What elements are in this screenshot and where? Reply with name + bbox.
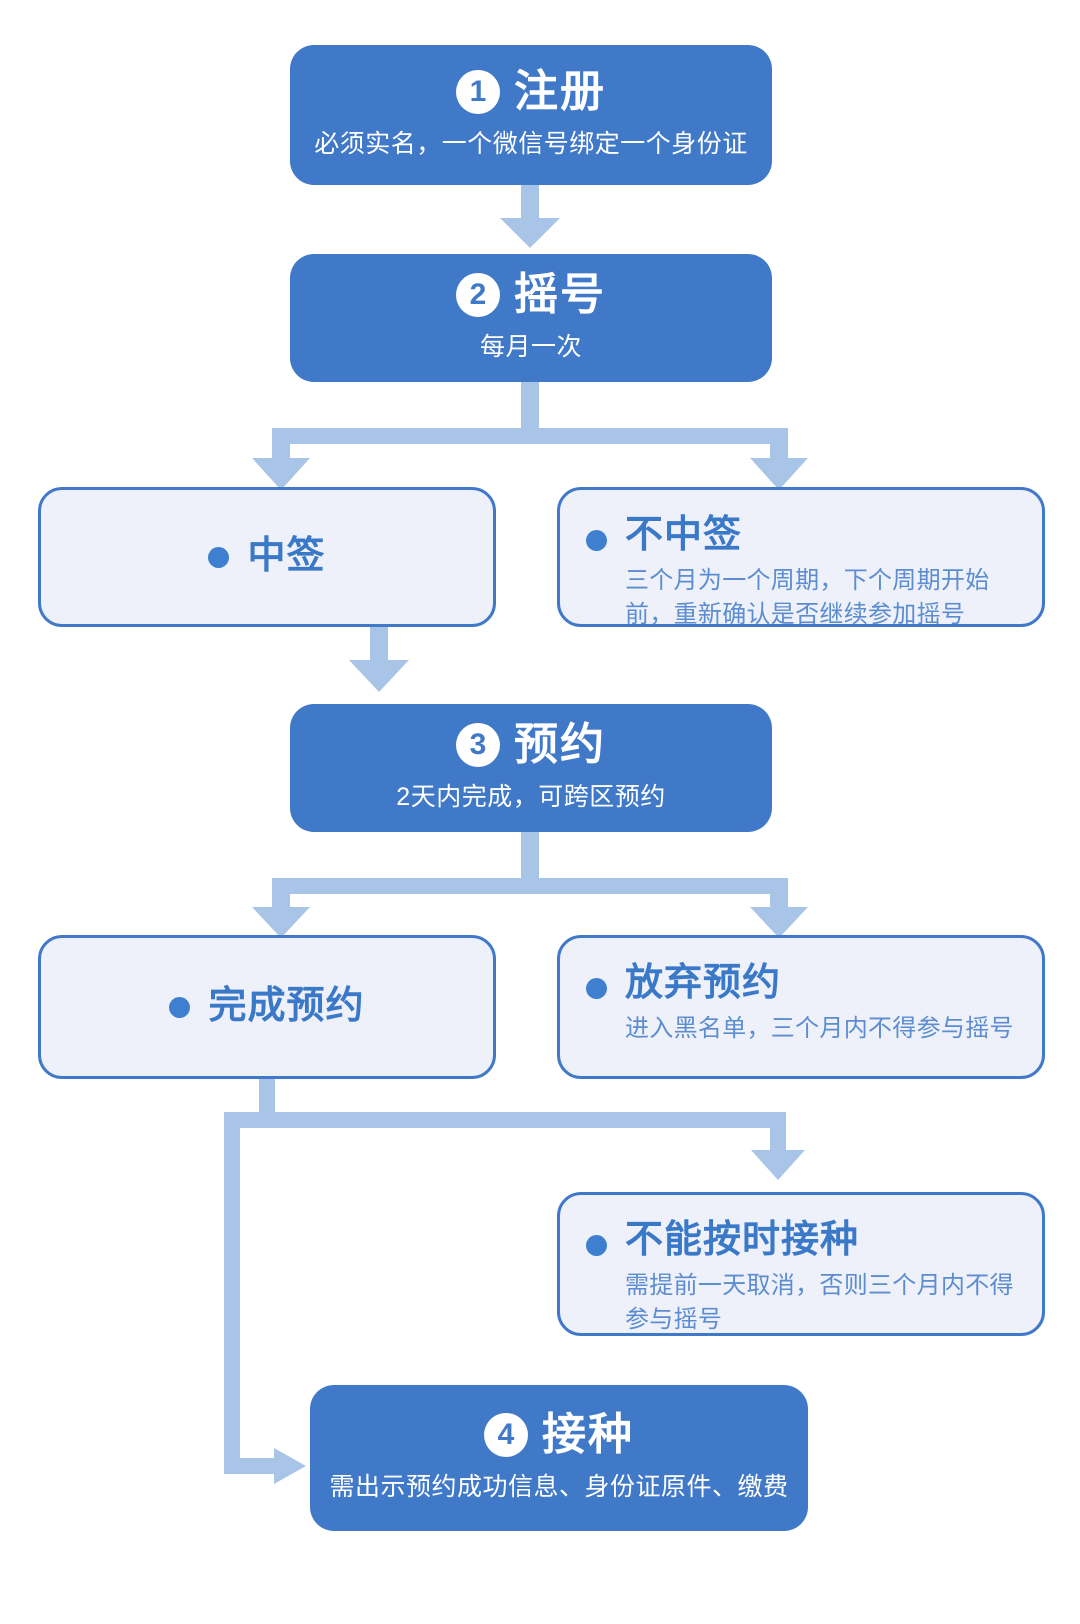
step-box-register[interactable]: 1 注册 必须实名，一个微信号绑定一个身份证 — [290, 45, 772, 185]
connector-fork-step3 — [252, 832, 808, 938]
step-number-badge: 4 — [484, 1412, 528, 1457]
step-number-badge: 3 — [456, 722, 500, 767]
outcome-text-appointment-done: 完成预约 — [208, 985, 365, 1028]
step-heading-appointment: 3 预约 — [456, 719, 606, 769]
step-heading-vaccination: 4 接种 — [484, 1409, 634, 1459]
step-heading-lottery: 2 摇号 — [456, 269, 606, 319]
outcome-content-appointment-done: 完成预约 — [41, 938, 493, 1076]
outcome-description: 三个月为一个周期，下个周期开始前，重新确认是否继续参加摇号 — [625, 566, 990, 628]
connector-fork-step2 — [252, 382, 808, 490]
step-title: 注册 — [514, 66, 606, 116]
arrow-down-icon-won-step3 — [349, 625, 409, 692]
outcome-text-not-won: 不中签 三个月为一个周期，下个周期开始前，重新确认是否继续参加摇号 — [625, 514, 1016, 632]
outcome-text-won: 中签 — [247, 535, 326, 578]
outcome-title: 放弃预约 — [625, 962, 782, 1004]
bullet-dot-icon — [586, 1235, 607, 1256]
step-number-badge: 1 — [456, 69, 500, 114]
outcome-content-not-won: 不中签 三个月为一个周期，下个周期开始前，重新确认是否继续参加摇号 — [560, 490, 1042, 628]
step-heading-register: 1 注册 — [456, 66, 606, 116]
outcome-text-appointment-abandoned: 放弃预约 进入黑名单，三个月内不得参与摇号 — [625, 962, 1014, 1046]
outcome-text-cannot-attend: 不能按时接种 需提前一天取消，否则三个月内不得参与摇号 — [625, 1219, 1016, 1337]
step-number-badge: 2 — [456, 272, 500, 317]
outcome-content-cannot-attend: 不能按时接种 需提前一天取消，否则三个月内不得参与摇号 — [560, 1195, 1042, 1333]
bullet-dot-icon — [169, 996, 191, 1018]
step-box-appointment[interactable]: 3 预约 2天内完成，可跨区预约 — [290, 704, 772, 832]
step-subtitle: 需出示预约成功信息、身份证原件、缴费 — [329, 1472, 789, 1501]
step-title: 接种 — [542, 1409, 634, 1459]
bullet-dot-icon — [586, 530, 607, 551]
step-subtitle: 必须实名，一个微信号绑定一个身份证 — [314, 129, 748, 158]
outcome-title: 不能按时接种 — [625, 1219, 860, 1261]
step-title: 摇号 — [514, 269, 606, 319]
bullet-dot-icon — [208, 546, 230, 568]
step-box-vaccination[interactable]: 4 接种 需出示预约成功信息、身份证原件、缴费 — [310, 1385, 808, 1531]
outcome-title: 不中签 — [625, 514, 743, 556]
outcome-box-appointment-done[interactable]: 完成预约 — [38, 935, 496, 1079]
outcome-description: 进入黑名单，三个月内不得参与摇号 — [625, 1014, 1014, 1042]
step-subtitle: 2天内完成，可跨区预约 — [396, 782, 666, 811]
outcome-content-appointment-abandoned: 放弃预约 进入黑名单，三个月内不得参与摇号 — [560, 938, 1042, 1076]
outcome-title: 中签 — [247, 535, 326, 578]
step-box-lottery[interactable]: 2 摇号 每月一次 — [290, 254, 772, 382]
arrow-down-icon-step1-step2 — [500, 185, 560, 248]
outcome-content-won: 中签 — [41, 490, 493, 624]
outcome-box-appointment-abandoned[interactable]: 放弃预约 进入黑名单，三个月内不得参与摇号 — [557, 935, 1045, 1079]
outcome-box-not-won[interactable]: 不中签 三个月为一个周期，下个周期开始前，重新确认是否继续参加摇号 — [557, 487, 1045, 628]
outcome-description: 需提前一天取消，否则三个月内不得参与摇号 — [625, 1271, 1014, 1333]
step-title: 预约 — [514, 719, 606, 769]
outcome-box-cannot-attend[interactable]: 不能按时接种 需提前一天取消，否则三个月内不得参与摇号 — [557, 1192, 1045, 1336]
bullet-dot-icon — [586, 978, 607, 999]
outcome-title: 完成预约 — [208, 985, 365, 1028]
step-subtitle: 每月一次 — [479, 332, 582, 361]
outcome-box-won[interactable]: 中签 — [38, 487, 496, 627]
